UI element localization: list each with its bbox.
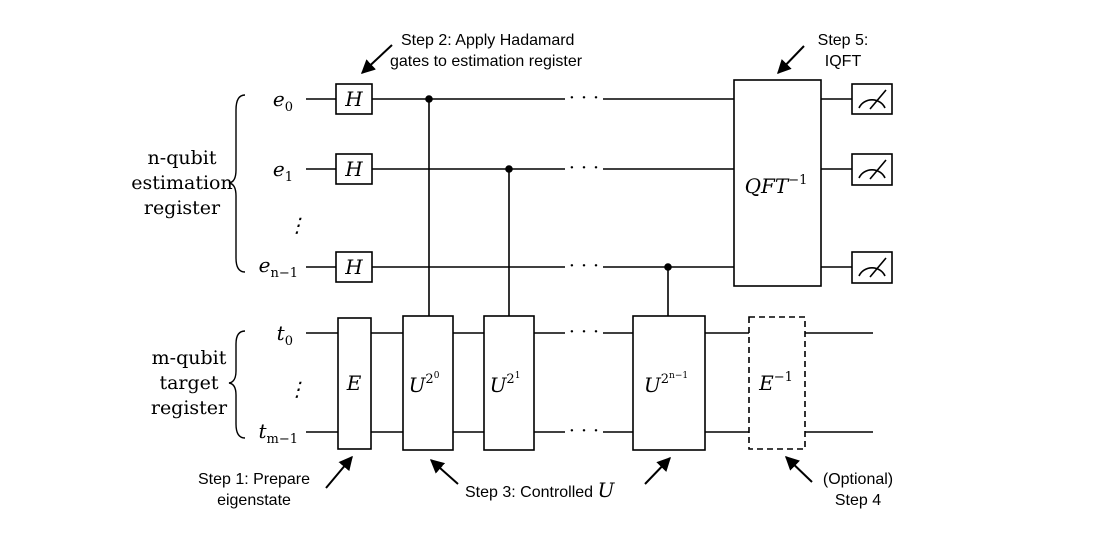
step-2-annotation: Step 2: Apply Hadamard gates to estimati… [360, 32, 583, 74]
hadamard-label: H [344, 255, 363, 279]
estimation-register-label: n-qubit estimation register [131, 147, 232, 219]
step-2-line-2: gates to estimation register [390, 53, 583, 70]
estimation-label-line-1: n-qubit [148, 147, 217, 169]
u-gate-0-label: U20 [409, 371, 440, 397]
ellipsis-e1: · · · [569, 157, 599, 179]
hadamard-gate-e1: H [335, 153, 373, 185]
step-2-arrow [360, 44, 393, 74]
step-4-line-2: Step 4 [835, 492, 881, 509]
target-register-brace [228, 330, 246, 439]
step-4-annotation: (Optional) Step 4 [784, 456, 893, 509]
qubit-label-t0: t0 [277, 321, 293, 349]
step-1-line-1: Step 1: Prepare [198, 471, 310, 488]
estimation-register-brace [228, 94, 246, 273]
step-5-line-1: Step 5: [818, 32, 869, 49]
step-5-arrow [777, 45, 805, 75]
step-5-annotation: Step 5: IQFT [777, 32, 869, 75]
ellipsis-tm-1: · · · [569, 420, 599, 442]
u-gate-n-label: U2n−1 [644, 371, 688, 397]
step-2-line-1: Step 2: Apply Hadamard [401, 32, 574, 49]
step-4-arrow [784, 456, 813, 483]
inverse-qft-gate: QFT−1 [733, 79, 822, 287]
vertical-ellipsis-target: ⋮ [287, 377, 307, 401]
target-register-label: m-qubit target register [151, 347, 228, 419]
controlled-u-gate-1: U21 [483, 315, 535, 451]
step-3-arrow-left [429, 459, 459, 485]
control-dot-un [664, 263, 672, 271]
qubit-label-e0: e0 [273, 87, 293, 115]
step-4-line-1: (Optional) [823, 471, 893, 488]
controlled-u-gate-n: U2n−1 [632, 315, 706, 451]
prepare-gate-label: E [346, 371, 362, 395]
hadamard-gate-en-1: H [335, 251, 373, 283]
hadamard-label: H [344, 87, 363, 111]
step-5-line-2: IQFT [825, 53, 862, 70]
qubit-label-tm-1: tm−1 [258, 419, 298, 447]
target-label-line-1: m-qubit [152, 347, 227, 369]
optional-inverse-e-gate: E−1 [748, 316, 806, 450]
controlled-u-gate-0: U20 [402, 315, 454, 451]
measurement-meter-icon [851, 153, 893, 186]
inverse-qft-label: QFT−1 [745, 173, 808, 198]
vertical-ellipsis-estimation: ⋮ [287, 213, 307, 237]
step-1-line-2: eigenstate [217, 492, 291, 509]
u-gate-1-label: U21 [490, 371, 521, 397]
control-dot-u1 [505, 165, 513, 173]
qubit-label-e1: e1 [273, 157, 293, 185]
step-3-arrow-right [644, 456, 671, 485]
prepare-gate-e: E [337, 317, 372, 450]
target-label-line-2: target [159, 372, 218, 394]
measurement-meter-icon [851, 251, 893, 284]
estimation-label-line-2: estimation [131, 172, 232, 194]
estimation-label-line-3: register [144, 197, 221, 219]
inverse-e-label: E−1 [758, 370, 793, 395]
hadamard-label: H [344, 157, 363, 181]
ellipsis-t0: · · · [569, 321, 599, 343]
hadamard-gate-e0: H [335, 83, 373, 115]
ellipsis-en-1: · · · [569, 255, 599, 277]
step-3-annotation: Step 3: Controlled U [429, 456, 671, 502]
step-3-label: Step 3: Controlled U [465, 478, 616, 502]
measurement-meter-icon [851, 83, 893, 115]
target-label-line-3: register [151, 397, 228, 419]
ellipsis-e0: · · · [569, 87, 599, 109]
control-dot-u0 [425, 95, 433, 103]
qubit-label-en-1: en−1 [259, 253, 298, 281]
step-1-annotation: Step 1: Prepare eigenstate [198, 455, 353, 509]
step-1-arrow [325, 455, 353, 489]
